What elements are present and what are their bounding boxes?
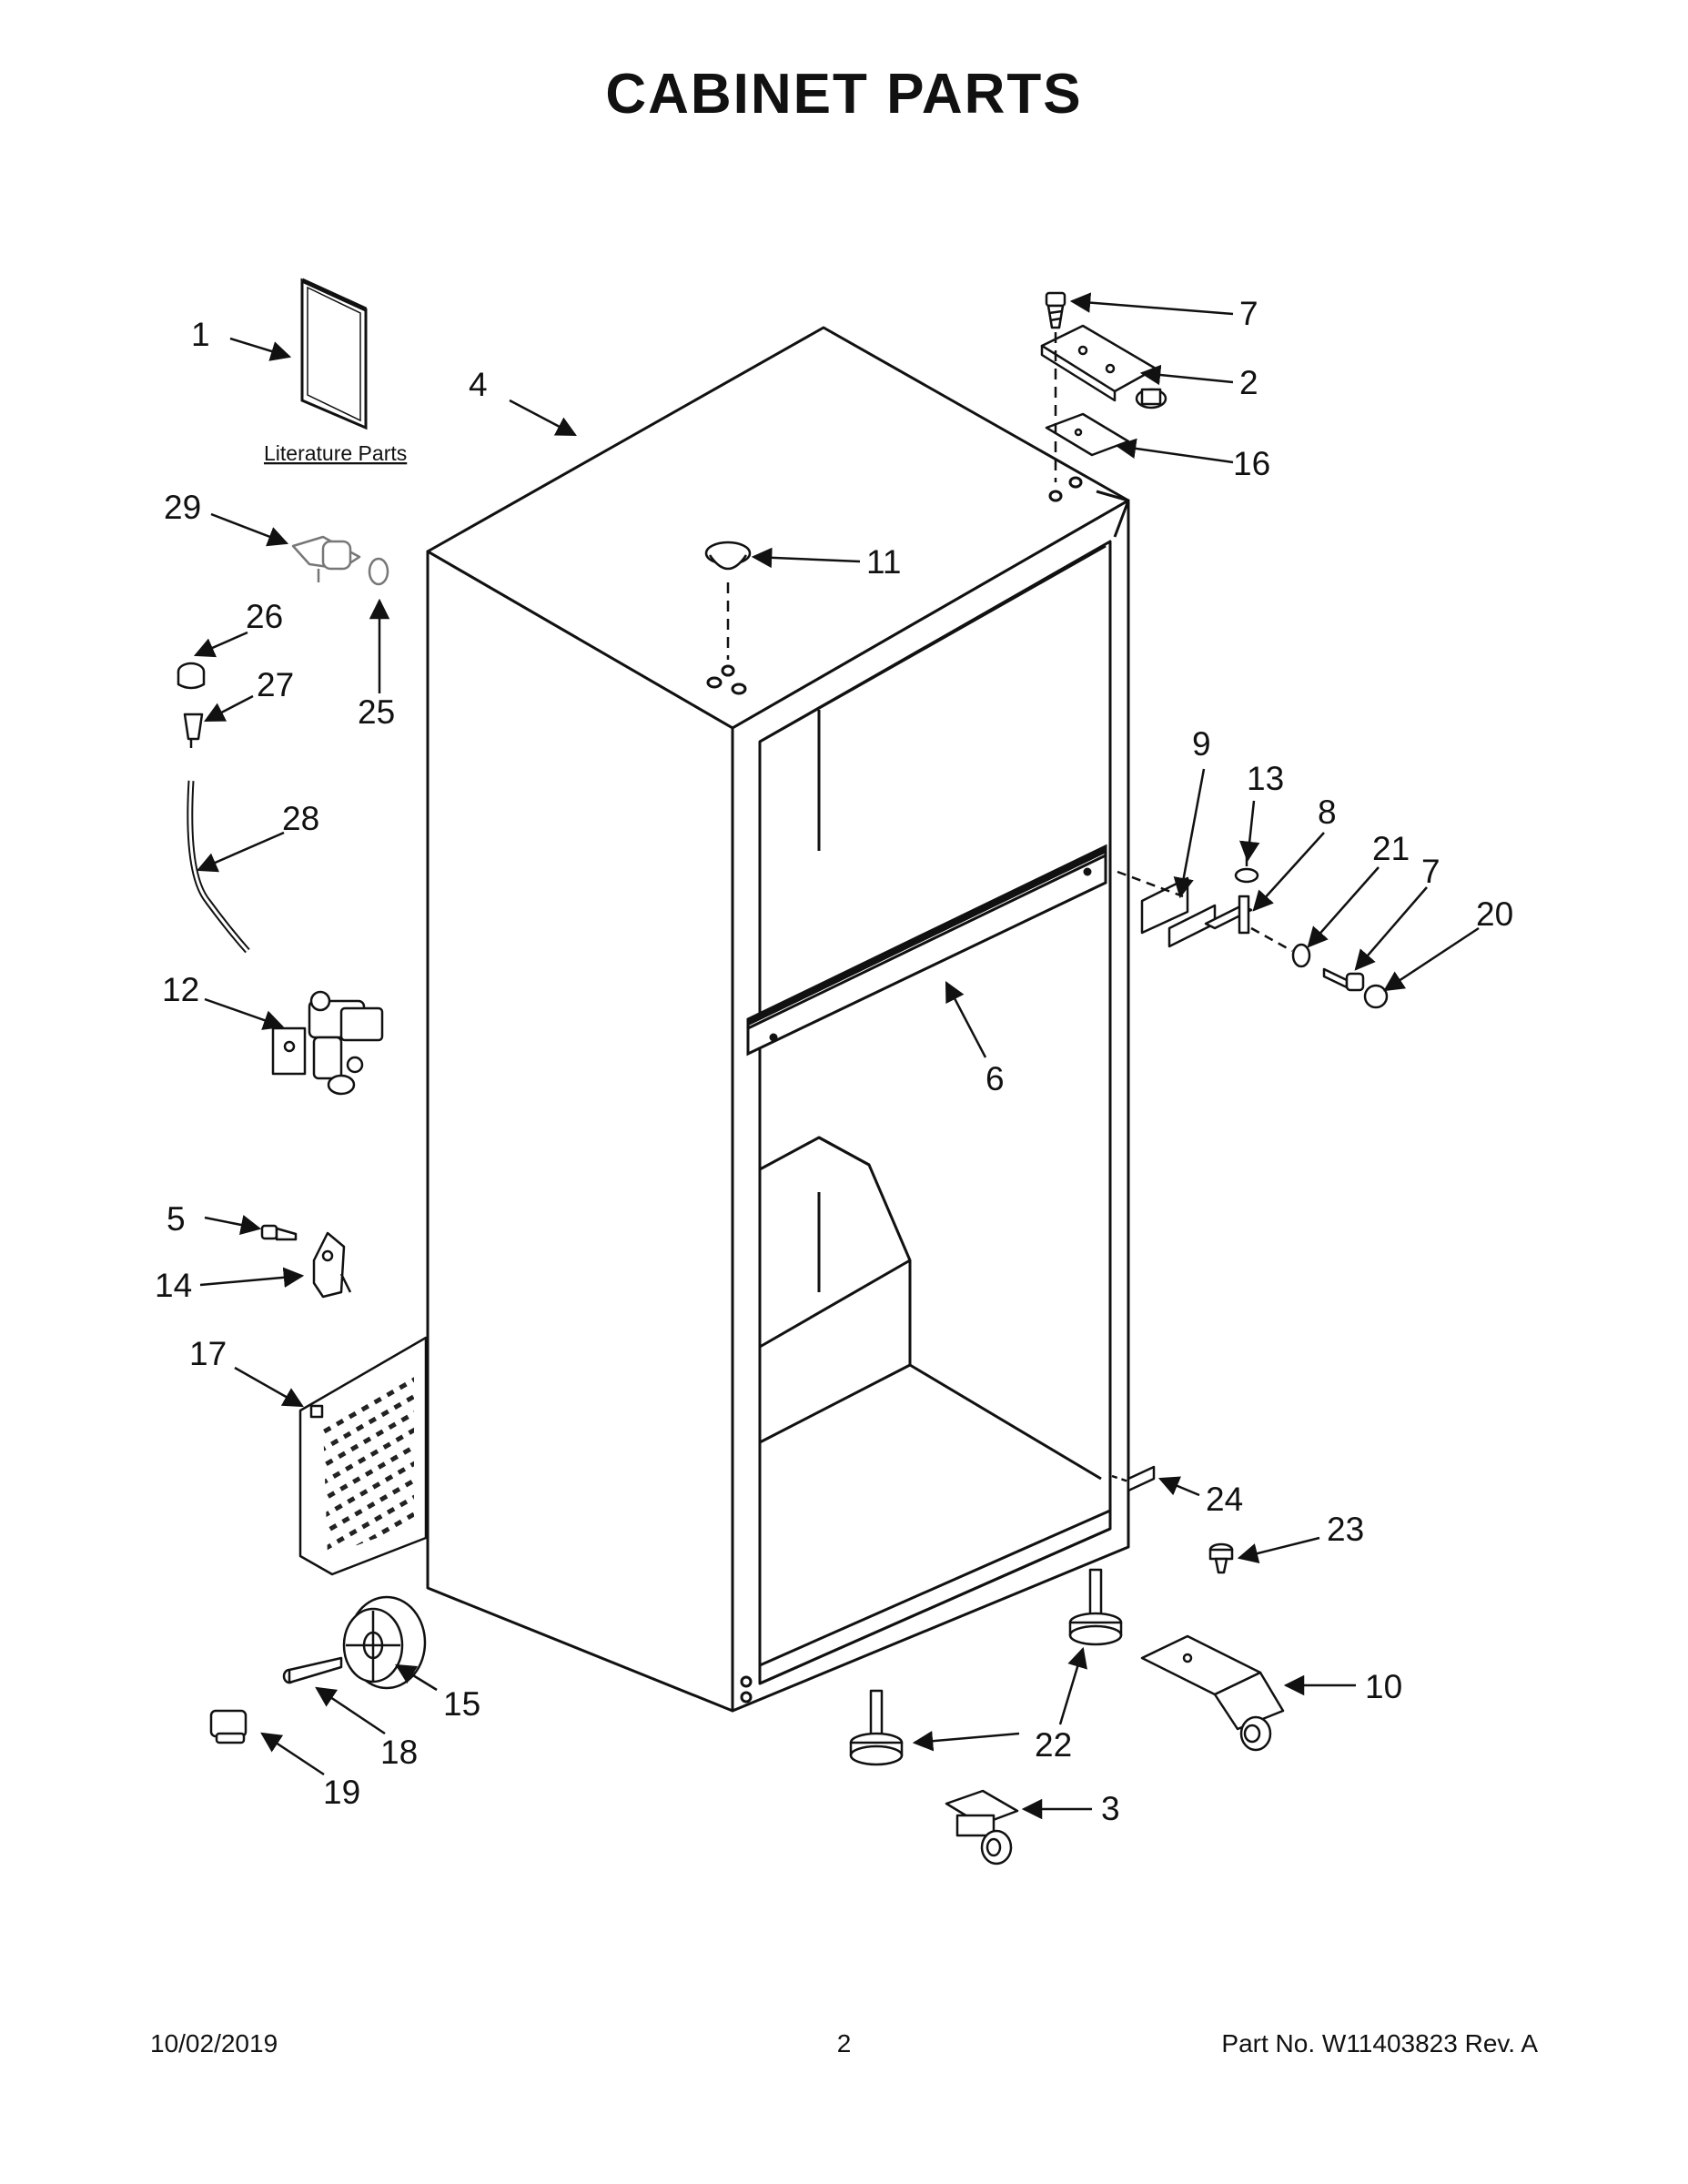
callout-22: 22	[1035, 1726, 1072, 1764]
callout-14: 14	[155, 1267, 192, 1304]
washer	[1234, 867, 1259, 884]
front-roller-assembly	[1140, 1634, 1285, 1752]
hinge-pin-screw	[1322, 967, 1365, 992]
callout-18: 18	[380, 1734, 418, 1771]
callout-labels: 1 2 3 4 5 6 7 7 8 9 10 11 12 13 14 15 16…	[155, 295, 1513, 1827]
rear-access-panel	[298, 1336, 428, 1576]
water-tube	[187, 780, 250, 954]
cabinet	[426, 326, 1130, 1713]
callout-7-center: 7	[1421, 853, 1440, 890]
water-valve	[271, 990, 384, 1096]
literature-label: Literature Parts	[264, 441, 407, 465]
tube-clamp	[177, 662, 206, 690]
callout-6: 6	[986, 1060, 1005, 1097]
hole-plug	[704, 541, 752, 660]
hinge-bushing	[1291, 943, 1311, 968]
callout-3: 3	[1101, 1790, 1120, 1827]
callout-27: 27	[257, 666, 294, 703]
callout-20: 20	[1476, 895, 1513, 933]
leveling-leg-lower	[849, 1689, 904, 1766]
literature-book	[300, 278, 368, 430]
divider-rail	[746, 844, 1107, 1057]
callout-23: 23	[1327, 1511, 1364, 1548]
hinge-clip	[1111, 1465, 1156, 1492]
door-stop	[1117, 870, 1217, 948]
footer-page-number: 2	[836, 2029, 852, 2058]
wheel-cap	[209, 1709, 248, 1744]
callout-25: 25	[358, 693, 395, 731]
callout-17: 17	[189, 1335, 227, 1372]
footer-part-number: Part No. W11403823 Rev. A	[1221, 2029, 1538, 2058]
axle-pin	[282, 1656, 343, 1684]
callout-26: 26	[246, 598, 283, 635]
top-hinge	[1040, 324, 1167, 410]
page-title: CABINET PARTS	[605, 63, 1083, 126]
callout-1: 1	[191, 316, 210, 353]
rear-roller-assembly	[945, 1789, 1019, 1866]
screw-bracket	[260, 1224, 298, 1241]
callout-28: 28	[282, 800, 319, 837]
water-fitting	[291, 535, 389, 586]
callout-16: 16	[1233, 445, 1270, 482]
hinge-shim	[1045, 412, 1130, 457]
callout-4: 4	[469, 366, 488, 403]
callout-10: 10	[1365, 1668, 1402, 1705]
callout-13: 13	[1247, 760, 1284, 797]
callout-5: 5	[167, 1200, 186, 1238]
callout-12: 12	[162, 971, 199, 1008]
tube-ferrule	[183, 713, 204, 748]
footer-date: 10/02/2019	[150, 2029, 278, 2058]
center-hinge	[1204, 895, 1253, 935]
callout-29: 29	[164, 489, 201, 526]
mounting-bracket	[312, 1231, 352, 1299]
callout-2: 2	[1239, 364, 1258, 401]
leveling-leg-upper	[1068, 1568, 1123, 1646]
callout-15: 15	[443, 1685, 480, 1723]
callout-9: 9	[1192, 725, 1211, 763]
leveling-screw	[1208, 1542, 1234, 1574]
callout-11: 11	[866, 543, 901, 581]
hinge-cap	[1363, 984, 1389, 1009]
leader-arrows	[193, 292, 1480, 1820]
callout-8: 8	[1318, 794, 1337, 831]
screw-top-hinge	[1045, 291, 1066, 329]
callout-19: 19	[323, 1774, 360, 1811]
callout-24: 24	[1206, 1481, 1243, 1518]
callout-21: 21	[1372, 830, 1410, 867]
callout-7-top: 7	[1239, 295, 1258, 332]
